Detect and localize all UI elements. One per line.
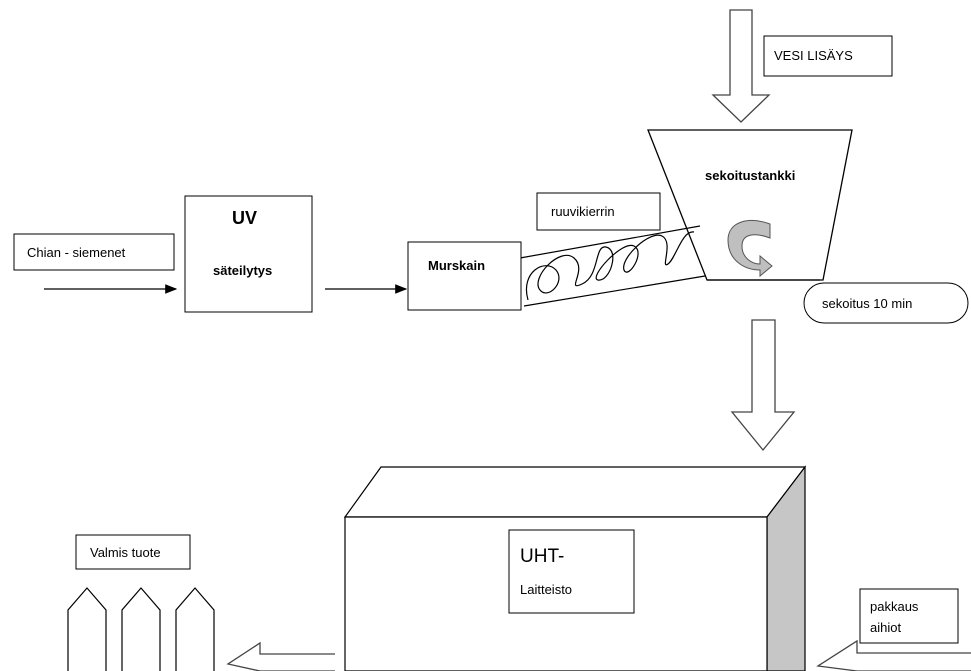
input-label: Chian - siemenet	[27, 245, 126, 260]
screw-conveyor	[519, 225, 706, 307]
crusher-box	[407, 241, 522, 311]
product-label: Valmis tuote	[90, 545, 161, 560]
down-arrow-to-uht	[730, 319, 796, 452]
uv-title: UV	[232, 208, 257, 228]
screw-label: ruuvikierrin	[551, 204, 615, 219]
uht-subtitle: Laitteisto	[520, 582, 572, 597]
water-inlet-arrow	[711, 9, 771, 123]
mixing-time-pill	[803, 282, 969, 324]
packaging-label-line1: pakkaus	[870, 599, 919, 614]
packaging-label-line2: aihiot	[870, 620, 901, 635]
water-label: VESI LISÄYS	[774, 48, 853, 63]
product-label-box	[75, 534, 191, 570]
mixing-tank-label: sekoitustankki	[705, 168, 795, 183]
mixing-tank	[647, 129, 853, 281]
product-package-2	[121, 587, 161, 671]
mixing-rotation-icon	[727, 220, 773, 278]
packaging-label-box	[859, 588, 959, 644]
uht-box-top	[343, 466, 807, 518]
uht-label-box	[508, 529, 635, 614]
input-label-box	[13, 233, 175, 271]
uv-subtitle: säteilytys	[213, 263, 272, 278]
mixing-time-label: sekoitus 10 min	[822, 296, 912, 311]
uv-box	[184, 195, 313, 313]
screw-coils	[525, 231, 695, 301]
crusher-label: Murskain	[428, 258, 485, 273]
uht-title: UHT-	[520, 546, 564, 567]
screw-label-box	[536, 192, 661, 231]
water-label-box	[763, 35, 893, 77]
product-package-1	[67, 587, 107, 671]
packaging-inlet-arrow	[816, 639, 971, 671]
output-arrow	[226, 641, 335, 671]
product-package-3	[175, 587, 215, 671]
